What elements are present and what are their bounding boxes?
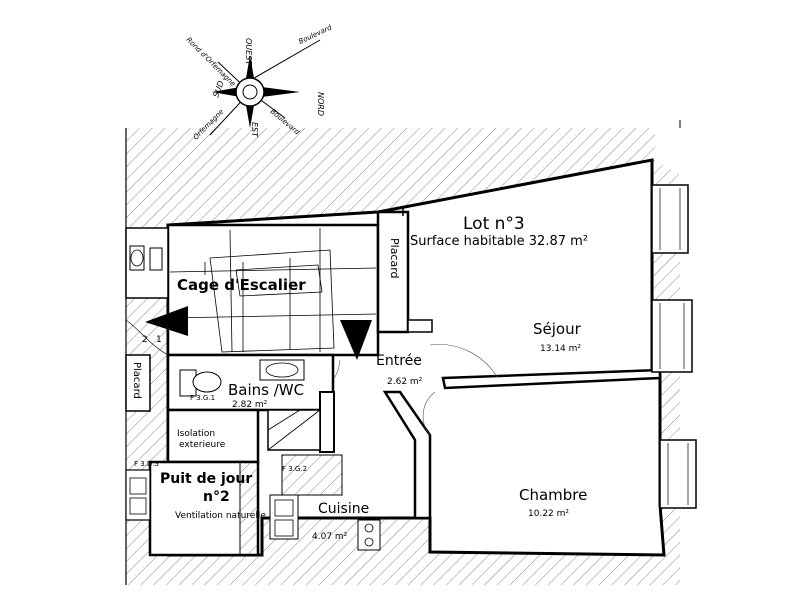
placard-left-label: Placard (131, 362, 142, 399)
lot-title: Lot n°3 (463, 214, 525, 234)
placard-label: Placard (388, 238, 401, 279)
entree-area: 2.62 m² (387, 377, 423, 387)
placard-closet (376, 210, 410, 334)
stove-icon (357, 519, 381, 551)
lot-surface: Surface habitable 32.87 m² (410, 234, 588, 249)
compass-west: OUEST (244, 38, 253, 66)
door-arc-sejour (429, 344, 498, 378)
window-sejour-upper (651, 184, 689, 254)
escalier-label: Cage d'Escalier (177, 276, 306, 294)
stair-lines (169, 228, 377, 353)
puits-title: Puit de jour (160, 471, 252, 487)
stair-zone (166, 223, 380, 357)
compass-rose-icon (209, 39, 321, 136)
isolation-line1: Isolation (177, 429, 215, 439)
left-stair-hint (125, 227, 169, 356)
sejour-chambre-wall (441, 368, 662, 390)
cuisine-name: Cuisine (318, 501, 369, 517)
door-arc-entree (422, 391, 436, 436)
duct-f3g2: F 3.G.2 (282, 465, 307, 473)
kitchen-sink-icon (269, 494, 299, 540)
compass-east: EST (250, 122, 259, 138)
sejour-name: Séjour (533, 320, 582, 338)
bains-area: 2.82 m² (232, 400, 268, 410)
stairs-mark-2: 2 (142, 335, 148, 345)
toilet-icon (179, 369, 222, 397)
window-sejour-lower (651, 299, 693, 373)
duct-f3d3: F 3.D.3 (134, 460, 159, 468)
entree-angled-wall (382, 390, 432, 520)
sejour-area: 13.14 m² (540, 344, 581, 354)
window-chambre (659, 439, 697, 509)
stair-arrow-down (340, 320, 372, 360)
entree-name: Entrée (376, 353, 422, 369)
duct-f3g1: F 3.G.1 (190, 394, 215, 402)
stairs-mark-1: 1 (156, 335, 162, 345)
shower-icon (267, 409, 321, 451)
puits-number: n°2 (203, 489, 230, 505)
bains-name: Bains /WC (228, 381, 304, 399)
stair-arrow-left (145, 306, 188, 336)
sink-icon (259, 359, 305, 381)
isolation-zone (166, 408, 260, 464)
cuisine-area: 4.07 m² (312, 532, 348, 542)
compass-north: NORD (316, 92, 325, 116)
isolation-line2: exterieure (179, 440, 226, 450)
compass-south: SUD (211, 80, 225, 99)
placard-left-zone (125, 354, 151, 412)
chambre-name: Chambre (519, 486, 587, 504)
compass-nw: Rond d'Orfemagne (185, 36, 237, 88)
left-kitchenette-hint (125, 469, 151, 521)
chambre-area: 10.22 m² (528, 509, 569, 519)
puits-ventilation: Ventilation naturelle (175, 511, 266, 521)
